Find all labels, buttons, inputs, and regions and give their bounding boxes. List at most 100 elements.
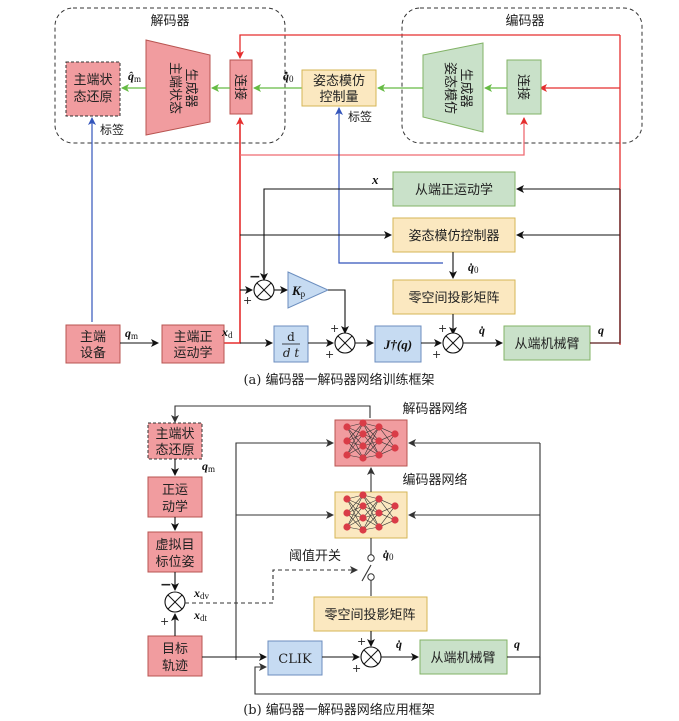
red-feedback-top [236, 34, 620, 59]
pose-imitation-generator-line2: 生成器 [458, 68, 473, 107]
ddt-numerator: d [287, 330, 295, 344]
nn-node [375, 423, 383, 431]
master-state-restore-b-line2: 态还原 [155, 443, 194, 458]
switch-blade [361, 564, 372, 582]
nn-edge [362, 505, 380, 528]
nn-node [343, 495, 351, 503]
nn-edge [378, 505, 396, 528]
encoder-group-label: 编码器 [505, 14, 544, 29]
virtual-target-pose [147, 531, 203, 573]
decoder-group-label: 解码器 [150, 14, 189, 29]
label-tag-master: 标签 [100, 122, 124, 137]
nn-node [359, 442, 367, 450]
sum-junction-2 [334, 332, 356, 354]
sum-junction-1 [253, 279, 275, 301]
null-space-projection-a [392, 279, 516, 315]
nn-edge [346, 494, 364, 514]
q-hat-m-label: q̂m [128, 69, 141, 84]
nn-edge [362, 494, 380, 528]
forward-kin-line2: 动学 [162, 499, 188, 515]
clik-label: CLIK [278, 652, 312, 667]
nn-node [391, 516, 399, 524]
xd-label: xd [221, 325, 233, 340]
nn-edge [362, 494, 380, 514]
switch-top-terminal [367, 554, 375, 562]
null-space-projection-a-label: 零空间投影矩阵 [408, 290, 499, 306]
xdt-label: xdt [193, 608, 208, 623]
encoder-concat-label: 连接 [515, 74, 531, 100]
decoder-concat [229, 59, 253, 115]
nn-node [343, 423, 351, 431]
pose-control-quantity-line2: 控制量 [319, 90, 358, 105]
null-space-projection-b-label: 零空间投影矩阵 [324, 607, 415, 623]
threshold-switch-label: 阈值开关 [289, 548, 341, 564]
sum2-plus-bottom: + [325, 348, 334, 361]
pose-imitation-controller-label: 姿态模仿控制器 [408, 228, 499, 244]
nn-edge [346, 494, 364, 528]
nn-edge [362, 498, 380, 519]
pose-imitation-generator [422, 42, 484, 133]
xdv-label: xdv [193, 586, 210, 601]
sum2-plus-top: + [330, 322, 339, 335]
sumb2-plus-top: + [357, 635, 366, 648]
encoder-nn-icon [343, 491, 399, 534]
virtual-target-line2: 标位姿 [155, 554, 194, 570]
master-forward-kinematics [161, 324, 225, 364]
nn-node [359, 430, 367, 438]
nn-edge [346, 426, 364, 459]
nn-edge [362, 440, 380, 459]
null-space-projection-b [313, 596, 428, 632]
target-traj-line2: 轨迹 [162, 659, 188, 674]
nn-edge [346, 498, 364, 531]
pose-imitation-generator-line1: 姿态模仿 [442, 62, 458, 114]
switch-bottom-terminal [367, 573, 375, 581]
red-xd-to-encoder [240, 117, 528, 156]
q-dot-0-label-b: q̇0 [383, 547, 394, 562]
sum-junction-b1 [164, 591, 186, 613]
diagram-a: 解码器 编码器 主端状 态还原 主端状态 生成器 连接 q̂m [54, 7, 643, 388]
x-label: x [371, 172, 379, 187]
nn-node [359, 514, 367, 522]
kp-to-sum2 [328, 289, 349, 334]
slave-arm-b [419, 639, 508, 675]
jacobian-pseudoinverse [374, 325, 422, 363]
master-device [65, 324, 121, 364]
master-state-restore-b [147, 422, 203, 460]
nn-node [375, 451, 383, 459]
pose-control-quantity [301, 69, 377, 107]
q-dot-label-b: q̇ [396, 637, 402, 651]
label-tag-control: 标签 [348, 109, 372, 124]
nn-edge [346, 426, 364, 447]
kp-gain [287, 271, 330, 309]
caption-a: (a) 编码器一解码器网络训练框架 [243, 372, 434, 388]
nn-node [359, 491, 367, 499]
slave-forward-kinematics-label: 从端正运动学 [415, 182, 493, 198]
sumb1-plus: + [160, 615, 169, 628]
nn-node [343, 509, 351, 517]
master-state-restore-a [65, 61, 121, 117]
encoder-concat [506, 59, 542, 115]
sumb1-minus: − [160, 577, 172, 593]
nn-node [375, 437, 383, 445]
master-state-generator-line2: 生成器 [183, 68, 198, 107]
q-hat-0-label: q̂̇0 [283, 69, 294, 84]
nn-edge [346, 433, 364, 456]
nn-edge [346, 440, 364, 459]
forward-kin-line1: 正运 [162, 483, 188, 498]
jacobian-label: J†(q) [383, 337, 412, 352]
target-trajectory [147, 635, 203, 677]
nn-edge [362, 498, 380, 531]
red-xd-to-decoder [224, 117, 244, 344]
sum3-plus-top: + [438, 322, 447, 335]
nn-node [359, 502, 367, 510]
qm-label-b: qm [202, 459, 215, 474]
q-feedback-a [590, 189, 621, 344]
nn-node [375, 495, 383, 503]
q-dot-label-a: q̇ [479, 323, 485, 337]
sum1-minus: − [249, 269, 261, 285]
x-to-sum1 [260, 188, 393, 281]
nn-node [375, 509, 383, 517]
nn-edge [362, 433, 380, 456]
master-state-generator [145, 39, 211, 136]
q-feedback-clik [254, 657, 541, 695]
